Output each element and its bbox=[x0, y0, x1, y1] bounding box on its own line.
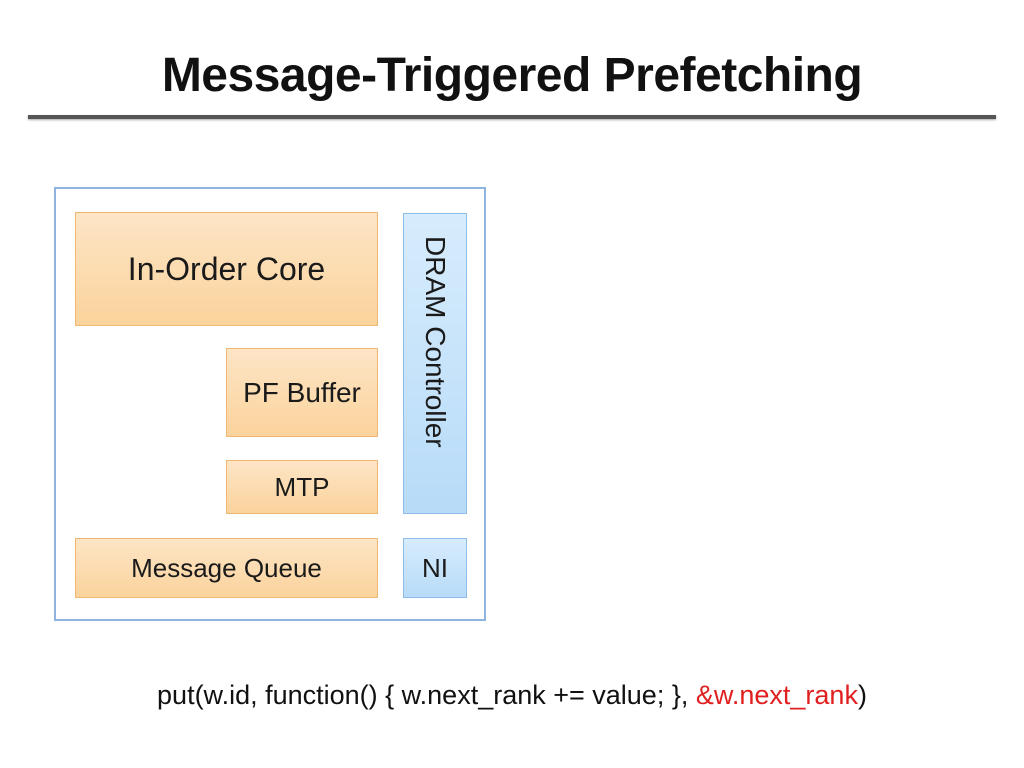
dram-controller-block: DRAM Controller bbox=[403, 213, 467, 514]
code-highlight: &w.next_rank bbox=[695, 680, 858, 710]
code-suffix: ) bbox=[857, 680, 867, 710]
pf-buffer-label: PF Buffer bbox=[243, 376, 361, 408]
mtp-label: MTP bbox=[274, 471, 330, 502]
in-order-core-label: In-Order Core bbox=[127, 250, 326, 287]
dram-controller-label: DRAM Controller bbox=[420, 235, 451, 448]
title-divider bbox=[28, 115, 996, 119]
pf-buffer-block: PF Buffer bbox=[226, 348, 378, 437]
in-order-core-block: In-Order Core bbox=[75, 212, 378, 326]
message-queue-block: Message Queue bbox=[75, 538, 378, 598]
ni-block: NI bbox=[403, 538, 467, 598]
mtp-block: MTP bbox=[226, 460, 378, 514]
code-prefix: put(w.id, function() { w.next_rank += va… bbox=[157, 680, 696, 710]
slide-title: Message-Triggered Prefetching bbox=[161, 49, 863, 102]
code-snippet: put(w.id, function() { w.next_rank += va… bbox=[0, 680, 1024, 711]
message-queue-label: Message Queue bbox=[131, 552, 322, 583]
ni-label: NI bbox=[422, 552, 448, 583]
